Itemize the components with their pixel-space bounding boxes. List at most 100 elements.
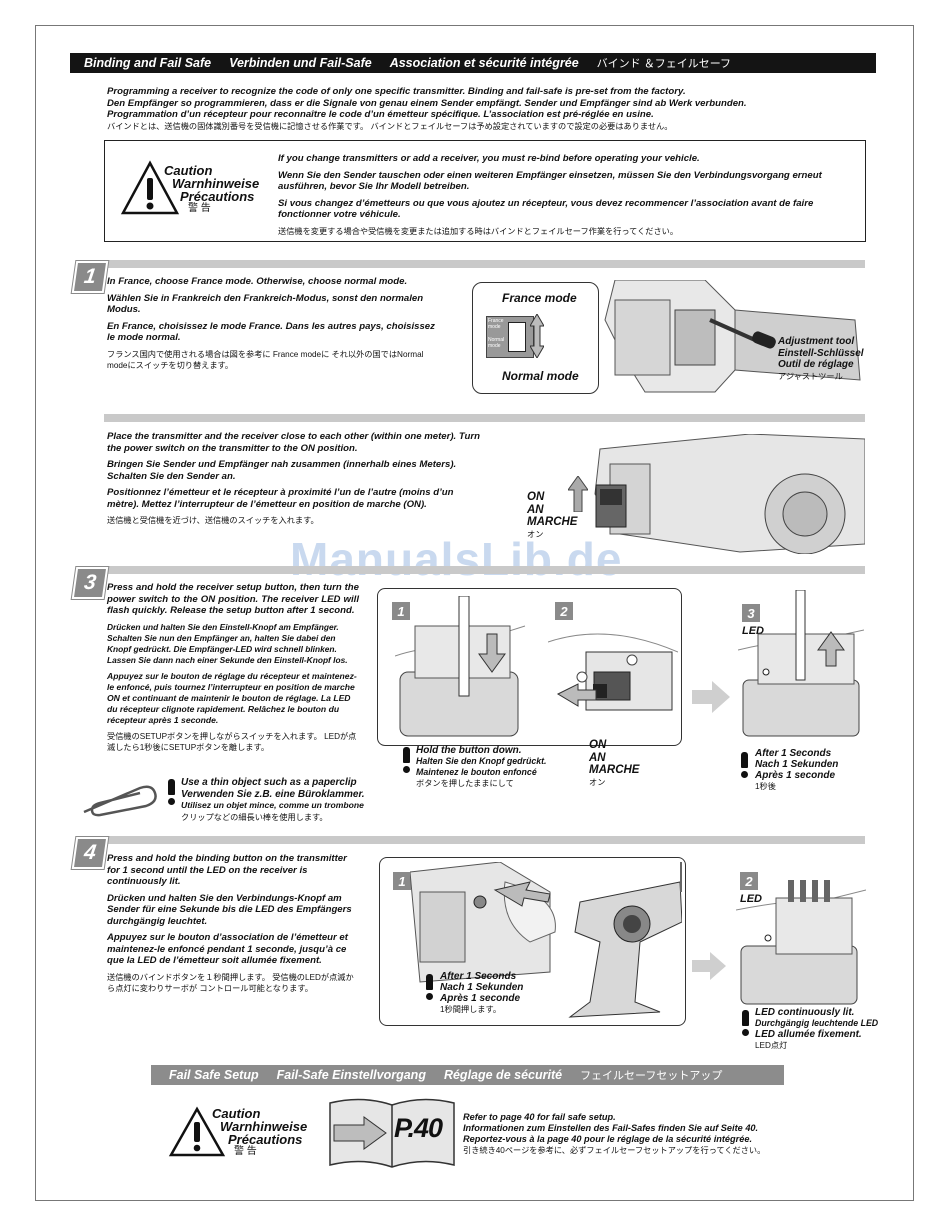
caution-label-fr: Précautions <box>180 189 255 204</box>
caution-labels: Caution Warnhinweise Précautions 警 告 <box>164 164 259 214</box>
step3-on-jp: オン <box>589 777 606 787</box>
step3-on-de: AN <box>589 751 606 764</box>
step3-after-de: Nach 1 Sekunden <box>755 759 839 770</box>
section-header: Binding and Fail Safe Verbinden und Fail… <box>70 53 876 73</box>
right-arrow-icon <box>692 681 730 713</box>
step3-text-de: Drücken und halten Sie den Einstell-Knop… <box>107 621 348 665</box>
hold-note: Hold the button down. Halten Sie den Kno… <box>416 745 547 789</box>
lit-note-fr: LED allumée fixement. <box>755 1029 862 1040</box>
receiver-press-illustration <box>395 596 526 737</box>
failsafe-texts: Refer to page 40 for fail safe setup. In… <box>463 1112 863 1156</box>
header-title-fr: Association et sécurité intégrée <box>389 56 579 70</box>
step4-sub2-number: 2 <box>740 872 758 890</box>
step4-after-note: After 1 Seconds Nach 1 Sekunden Après 1 … <box>440 971 523 1015</box>
step3-on-fr: MARCHE <box>589 764 640 776</box>
step1-bar <box>104 260 865 268</box>
hold-note-jp: ボタンを押したままにして <box>416 779 514 788</box>
hold-note-en: Hold the button down. <box>416 745 522 756</box>
step3-sub2-number: 2 <box>555 602 573 620</box>
page-frame <box>35 25 914 1201</box>
mode-switch-top-text: France mode <box>488 318 504 330</box>
step1-text-de: Wählen Sie in Frankreich den Frankreich-… <box>107 292 424 316</box>
on-label-en: ON <box>527 491 545 503</box>
adjustment-tool-icon <box>709 318 776 349</box>
failsafe-warning-triangle-icon <box>168 1106 226 1157</box>
caution-text-de: Wenn Sie den Sender tauschen oder einen … <box>278 169 822 193</box>
caution-text-en: If you change transmitters or add a rece… <box>278 153 700 164</box>
clip-note-de: Verwenden Sie z.B. eine Büroklammer. <box>181 788 365 800</box>
step3-number: 3 <box>71 567 109 599</box>
step4-after-jp: 1秒間押します。 <box>440 1005 502 1014</box>
book-icon <box>329 1098 455 1168</box>
step4-text-de: Drücken und halten Sie den Verbindungs-K… <box>107 892 352 927</box>
step3-after-note: After 1 Seconds Nach 1 Sekunden Après 1 … <box>755 748 838 792</box>
step1-text-en: In France, choose France mode. Otherwise… <box>107 276 408 287</box>
step4-right-arrow-icon <box>692 952 726 980</box>
failsafe-text-fr: Reportez-vous à la page 40 pour le régla… <box>463 1134 752 1144</box>
lit-note-de: Durchgängig leuchtende LED <box>755 1018 879 1028</box>
step3-text-en: Press and hold the receiver setup button… <box>107 582 359 616</box>
intro-jp: バインドとは、送信機の固体識別番号を受信機に記憶させる作業です。 バインドとフェ… <box>107 121 673 131</box>
clip-note-exclamation-icon <box>168 779 175 805</box>
warning-triangle-icon <box>120 160 180 215</box>
caution-texts: If you change transmitters or add a rece… <box>278 153 853 237</box>
step3-sub1-number: 1 <box>392 602 410 620</box>
failsafe-title-jp: フェイルセーフセットアップ <box>580 1070 723 1082</box>
france-mode-label: France mode <box>502 291 577 305</box>
intro-en: Programming a receiver to recognize the … <box>107 86 686 97</box>
step4-lit-exclamation-icon <box>742 1010 749 1036</box>
mode-switch-slider <box>508 322 526 352</box>
failsafe-caution-labels: Caution Warnhinweise Précautions 警 告 <box>212 1107 307 1157</box>
normal-mode-label: Normal mode <box>502 369 579 383</box>
intro-text: Programming a receiver to recognize the … <box>107 86 867 132</box>
hold-note-de: Halten Sie den Knopf gedrückt. <box>416 756 547 766</box>
caution-label-de: Warnhinweise <box>172 176 260 191</box>
transmitter-bind-illustration <box>410 862 682 1018</box>
clip-note-jp: クリップなどの細長い棒を使用します。 <box>181 812 328 822</box>
step2-text-de: Bringen Sie Sender und Empfänger nah zus… <box>107 459 457 482</box>
on-label-jp: オン <box>527 529 544 539</box>
step2-on-labels: ON AN MARCHE オン <box>527 491 577 540</box>
hold-note-exclamation-icon <box>403 747 410 773</box>
step3-text-jp: 受信機のSETUPボタンを押しながらスイッチを入れます。 LEDが点滅したら1秒… <box>107 731 357 752</box>
on-label-de: AN <box>527 503 544 516</box>
failsafe-caution-en: Caution <box>212 1106 261 1121</box>
step4-bar <box>104 836 865 844</box>
up-arrow-icon <box>568 476 588 512</box>
failsafe-title-fr: Réglage de sécurité <box>443 1068 563 1082</box>
watermark: ManualsLib.de <box>290 533 623 585</box>
step2-text-fr: Positionnez l’émetteur et le récepteur à… <box>107 487 454 510</box>
step3-after-jp: 1秒後 <box>755 782 776 791</box>
double-arrow-icon <box>530 314 544 358</box>
step3-after-en: After 1 Seconds <box>755 748 832 759</box>
mode-switch-bottom-text: Normal mode <box>488 337 505 349</box>
step2-text-en: Place the transmitter and the receiver c… <box>107 431 481 454</box>
tool-label-fr: Outil de réglage <box>778 359 854 370</box>
step3-sub3-number: 3 <box>742 604 760 622</box>
step4-after-exclamation-icon <box>426 974 433 1000</box>
step3-text-fr: Appuyez sur le bouton de réglage du réce… <box>107 670 357 725</box>
paperclip-icon <box>83 785 157 817</box>
step4-sub1-number: 1 <box>393 872 411 890</box>
header-title-jp: バインド ＆フェイルセーフ <box>596 58 732 70</box>
hold-note-fr: Maintenez le bouton enfoncé <box>416 767 537 777</box>
failsafe-title-en: Fail Safe Setup <box>169 1068 259 1082</box>
failsafe-text-de: Informationen zum Einstellen des Fail-Sa… <box>463 1123 759 1133</box>
caution-label-jp: 警 告 <box>188 203 211 214</box>
step3-on-en: ON <box>589 739 607 751</box>
lit-note-jp: LED点灯 <box>755 1041 788 1050</box>
header-title-de: Verbinden und Fail-Safe <box>229 56 372 70</box>
power-switch-icon <box>595 484 627 528</box>
step3-text: Press and hold the receiver setup button… <box>107 582 359 753</box>
failsafe-text-jp: 引き続き40ページを参考に、必ずフェイルセーフセットアップを行ってください。 <box>463 1146 766 1155</box>
caution-box <box>104 140 866 242</box>
failsafe-header: Fail Safe Setup Fail-Safe Einstellvorgan… <box>151 1065 784 1085</box>
header-title-en: Binding and Fail Safe <box>84 56 212 70</box>
on-label-fr: MARCHE <box>527 516 578 528</box>
clip-note-en: Use a thin object such as a paperclip <box>181 777 357 788</box>
step4-after-fr: Après 1 seconde <box>440 993 521 1004</box>
transmitter-power-illustration <box>594 434 865 554</box>
step3-on-labels: ON AN MARCHE オン <box>589 739 639 788</box>
lit-note-en: LED continuously lit. <box>755 1007 855 1018</box>
intro-de: Den Empfänger so programmieren, dass er … <box>107 97 747 109</box>
